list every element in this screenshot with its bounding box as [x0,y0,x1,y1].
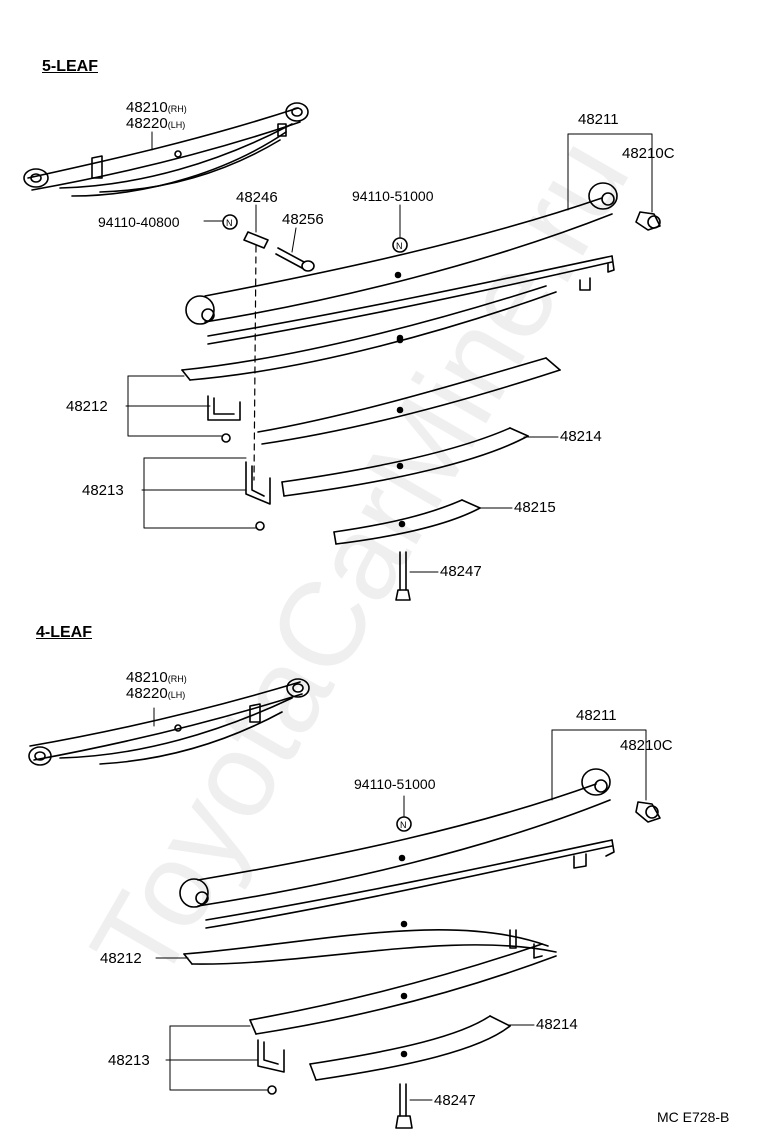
nut-symbol-a-5-leaf [222,214,238,230]
section-title-5-leaf: 5-LEAF [42,58,98,75]
label-leaf-48211-5-leaf: 48211 [578,111,619,128]
leaf-48214-5-leaf [281,427,529,497]
label-bushing-4-leaf: 48210C [620,737,673,754]
label-bolt-nut-b-5-leaf: 94110-51000 [352,188,434,204]
nut-symbol-b-4-leaf [396,816,412,832]
label-center-bolt-5-leaf: 48247 [440,563,482,580]
label-leaf-48211-4-leaf: 48211 [576,707,617,724]
label-bolt-nut-a-5-leaf: 94110-40800 [98,214,180,230]
label-clip-48212-4-leaf: 48212 [100,950,142,967]
label-center-bolt-4-leaf: 48247 [434,1092,476,1109]
label-bolt-nut-b-4-leaf: 94110-51000 [354,776,436,792]
section-title-4-leaf: 4-LEAF [36,624,92,641]
bushing-48210C-5-leaf [635,211,661,231]
label-clip-48213-5-leaf: 48213 [82,482,124,499]
leaf-48211-4-leaf [179,768,615,929]
assy-thumbnail-5-leaf [23,102,309,197]
label-clip-48213-4-leaf: 48213 [108,1052,150,1069]
clip-48212-5-leaf [207,395,241,443]
label-bolt-48256-5-leaf: 48256 [282,211,324,228]
label-assy-rh-5-leaf: 48210(RH) [126,99,187,116]
label-clip-48212-5-leaf: 48212 [66,398,108,415]
bushing-48210C-4-leaf [635,801,661,823]
label-bushing-5-leaf: 48210C [622,145,675,162]
label-assy-lh-4-leaf: 48220(LH) [126,685,186,702]
center-bolt-48247-5-leaf [395,551,411,601]
label-pin-48246-5-leaf: 48246 [236,189,278,206]
label-assy-rh-4-leaf: 48210(RH) [126,669,187,686]
label-leaf-48215-5-leaf: 48215 [514,499,556,516]
label-leaf-48214-4-leaf: 48214 [536,1016,578,1033]
nut-symbol-a-text-5-leaf: N [226,218,233,228]
center-bolt-48247-4-leaf [395,1083,413,1129]
leaf-48211-5-leaf [185,182,618,345]
bolt-48256-5-leaf [275,247,315,272]
center-line-5-leaf [253,245,257,481]
diagram-code: MC E728-B [657,1109,730,1125]
pin-48246-5-leaf [243,231,269,249]
leader-lines-4-leaf [153,707,647,1101]
leaf-48215-5-leaf [333,499,481,545]
clip-48213-5-leaf [245,461,271,531]
leaf-4-4-leaf [249,943,557,1035]
nut-symbol-b-text-4-leaf: N [400,820,407,830]
label-assy-lh-5-leaf: 48220(LH) [126,115,186,132]
clip-48213-4-leaf [257,1039,285,1095]
leaf-4-5-leaf [257,357,561,445]
leaf-48214-4-leaf [309,1015,511,1081]
nut-symbol-b-text-5-leaf: N [396,241,403,251]
leaf-3-4-leaf [183,929,557,1000]
leaf-3-5-leaf [181,285,557,381]
leader-lines-5-leaf [125,131,653,573]
label-leaf-48214-5-leaf: 48214 [560,428,602,445]
assy-thumbnail-4-leaf [28,678,310,766]
